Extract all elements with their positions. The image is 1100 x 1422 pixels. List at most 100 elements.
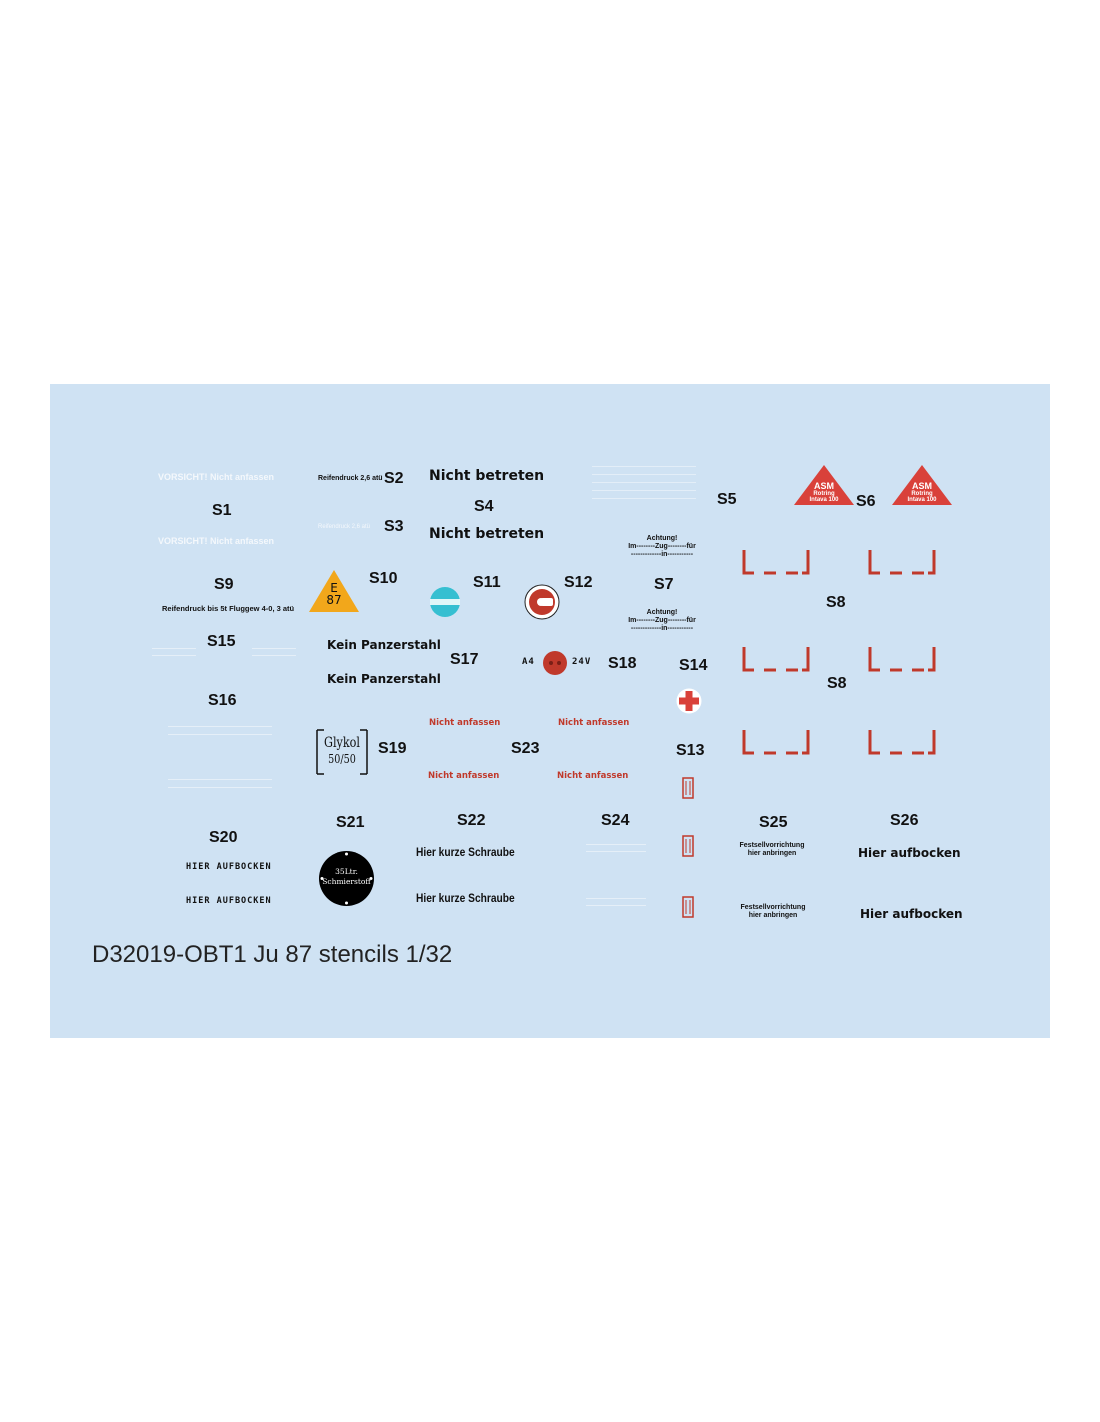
label-s11: S11 xyxy=(473,574,501,591)
glykol-line-1: Glykol xyxy=(324,735,360,751)
label-s6: S6 xyxy=(856,493,876,510)
reifendruck-s9-stencil: Reifendruck bis 5t Fluggew 4-0, 3 atü xyxy=(162,604,295,613)
achtung-zug-line: Im--------Zug--------für xyxy=(628,543,696,550)
asm-line-2: Rotring xyxy=(911,491,933,497)
glykol-line-2: 50/50 xyxy=(328,752,356,766)
festsell-stencil-1: Festsellvorrichtung hier anbringen xyxy=(730,842,814,858)
asm-line-2: Rotring xyxy=(813,491,835,497)
decal-sheet: VORSICHT! Nicht anfassen S1 VORSICHT! Ni… xyxy=(50,384,1050,1038)
s16-stencil-2 xyxy=(162,779,278,793)
bracket-mark-icon xyxy=(682,777,694,799)
schmierstoff-line-2: Schmierstoff xyxy=(322,877,371,886)
v24-label: 24V xyxy=(572,657,592,667)
tie-down-mark-icon xyxy=(868,550,936,575)
achtung-in-line: -------------in----------- xyxy=(630,625,694,632)
achtung-title: Achtung! xyxy=(646,609,678,616)
hier-kurze-schraube-2: Hier kurze Schraube xyxy=(416,891,515,905)
nicht-anfassen-1: Nicht anfassen xyxy=(429,718,501,728)
tie-down-mark-icon xyxy=(868,647,936,672)
glykol-text: Glykol 50/50 xyxy=(321,735,363,767)
asm-triangle-text-2: ASM Rotring Intava 100 xyxy=(894,481,950,503)
sheet-title: D32019-OBT1 Ju 87 stencils 1/32 xyxy=(92,941,453,968)
nicht-betreten-1: Nicht betreten xyxy=(429,468,545,484)
red-cross-icon xyxy=(676,688,702,714)
socket-symbol-icon xyxy=(543,651,567,675)
bracket-mark-icon xyxy=(682,896,694,918)
label-s17: S17 xyxy=(450,651,479,668)
bracket-mark-icon xyxy=(682,835,694,857)
festsell-line-2: hier anbringen xyxy=(747,850,797,857)
cyan-disc-icon xyxy=(430,587,460,617)
achtung-in-line: -------------in----------- xyxy=(630,551,694,558)
s15-left-stencil xyxy=(146,648,202,662)
nicht-anfassen-3: Nicht anfassen xyxy=(428,771,500,781)
achtung-title: Achtung! xyxy=(646,535,678,542)
hier-aufbocken-1: Hier aufbocken xyxy=(858,846,961,860)
s16-stencil-1 xyxy=(162,726,278,740)
label-s12: S12 xyxy=(564,574,593,591)
nicht-anfassen-2: Nicht anfassen xyxy=(558,718,630,728)
label-s8-a: S8 xyxy=(826,594,846,611)
festsell-line-1: Festsellvorrichtung xyxy=(740,904,806,911)
hier-aufbocken-2: Hier aufbocken xyxy=(860,907,963,921)
label-s20: S20 xyxy=(209,829,238,846)
schmierstoff-disc-icon xyxy=(319,851,374,906)
vorsicht-stencil-1: VORSICHT! Nicht anfassen xyxy=(158,472,275,482)
label-s14: S14 xyxy=(679,657,708,674)
asm-triangle-icon xyxy=(892,465,952,505)
asm-line-3: Intava 100 xyxy=(907,497,937,503)
hier-kurze-schraube-1: Hier kurze Schraube xyxy=(416,845,515,859)
label-s2: S2 xyxy=(384,470,404,487)
label-s5: S5 xyxy=(717,491,737,508)
achtung-stencil-1: Achtung! Im--------Zug--------für ------… xyxy=(620,535,704,559)
label-s9: S9 xyxy=(214,576,234,593)
s24-stencil-2 xyxy=(584,898,648,912)
crank-handle-symbol-icon xyxy=(524,584,560,620)
label-s18: S18 xyxy=(608,655,637,672)
label-s4: S4 xyxy=(474,498,494,515)
vorsicht-stencil-2: VORSICHT! Nicht anfassen xyxy=(158,536,275,546)
label-s13: S13 xyxy=(676,742,705,759)
label-s25: S25 xyxy=(759,814,788,831)
e87-top: E xyxy=(330,581,338,595)
a4-label: A4 xyxy=(522,657,535,667)
schmierstoff-line-1: 35Ltr. xyxy=(335,867,358,876)
label-s22: S22 xyxy=(457,812,486,829)
nicht-betreten-2: Nicht betreten xyxy=(429,526,545,542)
kein-panzerstahl-2: Kein Panzerstahl xyxy=(327,672,441,686)
label-s24: S24 xyxy=(601,812,630,829)
tie-down-mark-icon xyxy=(742,647,810,672)
label-s23: S23 xyxy=(511,740,540,757)
achtung-stencil-2: Achtung! Im--------Zug--------für ------… xyxy=(620,609,704,633)
warning-triangle-e87-icon xyxy=(309,570,359,612)
festsell-line-1: Festsellvorrichtung xyxy=(739,842,805,849)
glykol-bracket-icon xyxy=(316,729,368,775)
festsell-line-2: hier anbringen xyxy=(748,912,798,919)
hier-aufbocken-caps-1: HIER AUFBOCKEN xyxy=(186,862,272,872)
s24-stencil-1 xyxy=(584,844,648,858)
s5-text-block xyxy=(592,466,698,500)
reifendruck-s3-stencil: Reifendruck 2,6 atü xyxy=(317,524,371,530)
label-s10: S10 xyxy=(369,570,398,587)
label-s16: S16 xyxy=(208,692,237,709)
asm-triangle-text: ASM Rotring Intava 100 xyxy=(796,481,852,503)
label-s8-b: S8 xyxy=(827,675,847,692)
label-s15: S15 xyxy=(207,633,236,650)
nicht-anfassen-4: Nicht anfassen xyxy=(557,771,629,781)
achtung-zug-line: Im--------Zug--------für xyxy=(628,617,696,624)
asm-line-1: ASM xyxy=(814,481,834,491)
s15-right-stencil xyxy=(246,648,302,662)
asm-triangle-icon xyxy=(794,465,854,505)
label-s26: S26 xyxy=(890,812,919,829)
asm-line-3: Intava 100 xyxy=(809,497,839,503)
e87-text: E 87 xyxy=(307,582,361,606)
tie-down-mark-icon xyxy=(742,730,810,755)
hier-aufbocken-caps-2: HIER AUFBOCKEN xyxy=(186,896,272,906)
label-s1: S1 xyxy=(212,502,232,519)
label-s21: S21 xyxy=(336,814,365,831)
tie-down-mark-icon xyxy=(742,550,810,575)
reifendruck-s2-stencil: Reifendruck 2,6 atü xyxy=(318,475,383,482)
festsell-stencil-2: Festsellvorrichtung hier anbringen xyxy=(731,904,815,920)
asm-line-1: ASM xyxy=(912,481,932,491)
kein-panzerstahl-1: Kein Panzerstahl xyxy=(327,638,441,652)
